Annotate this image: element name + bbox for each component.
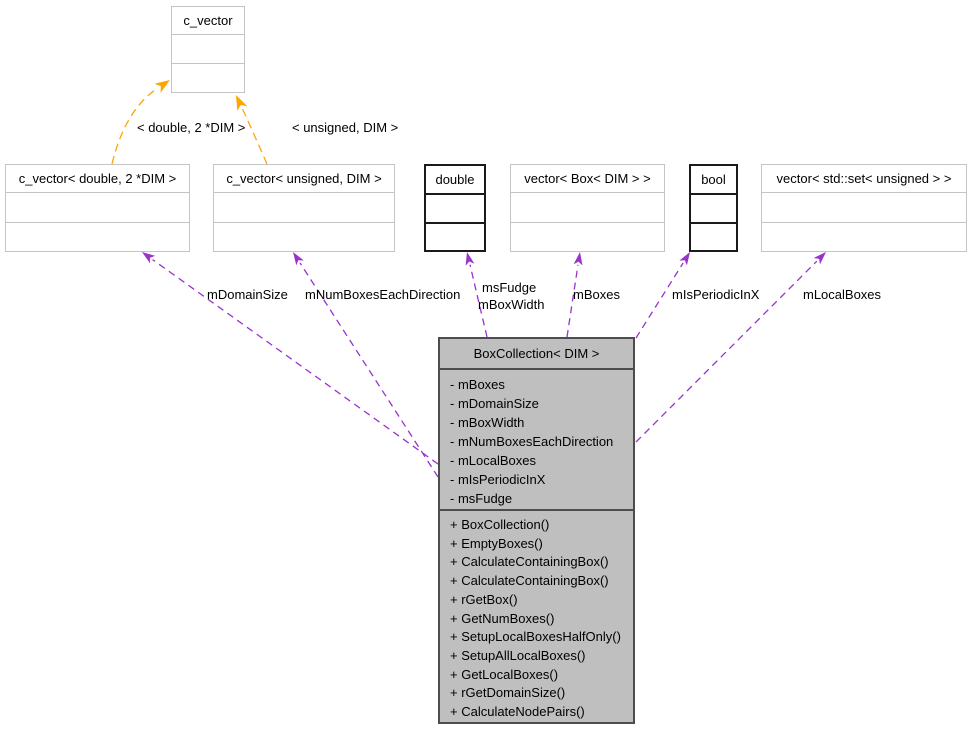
- edge-msfudge-mboxwidth: [469, 264, 488, 338]
- edge-template-unsigned: [241, 108, 268, 165]
- arrowhead-mdomainsize-icon: [142, 252, 156, 264]
- method-row: + EmptyBoxes(): [450, 535, 543, 551]
- method-row: + CalculateContainingBox(): [450, 573, 609, 589]
- attributes-compartment: [6, 192, 189, 222]
- arrowhead-mboxes-icon: [573, 252, 583, 266]
- class-node-c-vector: c_vector: [171, 6, 245, 93]
- edge-label-template-double: < double, 2 *DIM >: [137, 120, 246, 135]
- method-row: + CalculateContainingBox(): [450, 554, 609, 570]
- arrowhead-template-unsigned-icon: [236, 95, 248, 111]
- class-node-boxcollection: BoxCollection< DIM > - mBoxes - mDomainS…: [438, 337, 635, 724]
- attribute-row: - mLocalBoxes: [450, 453, 536, 468]
- arrowhead-template-double-icon: [154, 80, 170, 93]
- edge-label-template-unsigned: < unsigned, DIM >: [292, 120, 399, 135]
- arrowhead-mnumboxeseachdirection-icon: [293, 252, 304, 266]
- edge-label-mboxes: mBoxes: [573, 287, 620, 302]
- edge-label-msfudge: msFudge: [482, 280, 537, 295]
- attributes-compartment: [172, 34, 244, 63]
- attribute-row: - mBoxes: [450, 377, 505, 392]
- attribute-row: - mDomainSize: [450, 396, 539, 411]
- class-title: c_vector: [183, 13, 233, 28]
- class-node-bool[interactable]: bool: [689, 164, 738, 252]
- class-title: vector< Box< DIM > >: [524, 171, 651, 186]
- class-title: bool: [701, 172, 726, 187]
- attribute-row: - mIsPeriodicInX: [450, 472, 546, 487]
- arrowhead-misperiodicinx-icon: [679, 252, 690, 266]
- edge-mboxes: [566, 264, 579, 338]
- edge-mnumboxeseachdirection: [299, 262, 439, 478]
- methods-compartment: [691, 221, 736, 251]
- arrowhead-msfudge-mboxwidth-icon: [465, 252, 475, 266]
- class-node-vector-box: vector< Box< DIM > >: [510, 164, 665, 252]
- methods-compartment: [214, 221, 394, 252]
- class-title: c_vector< unsigned, DIM >: [226, 171, 382, 186]
- class-title: double: [435, 172, 475, 187]
- method-row: + SetupAllLocalBoxes(): [450, 647, 586, 663]
- edge-label-mnumboxeseachdirection: mNumBoxesEachDirection: [305, 287, 461, 302]
- edge-label-mboxwidth: mBoxWidth: [478, 297, 545, 312]
- class-title: vector< std::set< unsigned > >: [776, 171, 952, 186]
- edge-misperiodicinx: [635, 262, 684, 339]
- attributes-compartment: - mBoxes - mDomainSize - mBoxWidth - mNu…: [440, 370, 633, 511]
- arrowhead-mlocalboxes-icon: [813, 252, 826, 265]
- attributes-compartment: [214, 192, 394, 222]
- class-node-c-vector-double: c_vector< double, 2 *DIM >: [5, 164, 190, 252]
- class-node-double[interactable]: double: [424, 164, 486, 252]
- method-row: + SetupLocalBoxesHalfOnly(): [450, 629, 621, 645]
- edge-label-mlocalboxes: mLocalBoxes: [803, 287, 882, 302]
- edge-label-mdomainsize: mDomainSize: [207, 287, 288, 302]
- attributes-compartment: [691, 193, 736, 222]
- class-node-vector-set: vector< std::set< unsigned > >: [761, 164, 967, 252]
- attributes-compartment: [762, 192, 966, 222]
- method-row: + rGetBox(): [450, 591, 518, 607]
- methods-compartment: [6, 221, 189, 252]
- attribute-row: - mNumBoxesEachDirection: [450, 434, 614, 449]
- method-row: + rGetDomainSize(): [450, 685, 566, 701]
- method-row: + BoxCollection(): [450, 517, 550, 532]
- attributes-compartment: [426, 193, 484, 222]
- methods-compartment: [511, 221, 664, 252]
- method-row: + CalculateNodePairs(): [450, 704, 585, 720]
- edge-mlocalboxes: [635, 260, 818, 443]
- attributes-compartment: [511, 192, 664, 222]
- method-row: + GetLocalBoxes(): [450, 666, 559, 682]
- methods-compartment: [762, 221, 966, 252]
- methods-compartment: + BoxCollection() + EmptyBoxes() + Calcu…: [440, 511, 633, 722]
- edge-mdomainsize: [152, 259, 439, 465]
- method-row: + GetNumBoxes(): [450, 610, 555, 626]
- class-title: BoxCollection< DIM >: [440, 339, 633, 370]
- methods-compartment: [426, 221, 484, 251]
- class-node-c-vector-unsigned: c_vector< unsigned, DIM >: [213, 164, 395, 252]
- edge-label-misperiodicinx: mIsPeriodicInX: [672, 287, 760, 302]
- edge-template-double: [111, 87, 158, 165]
- attribute-row: - msFudge: [450, 491, 513, 506]
- class-title: c_vector< double, 2 *DIM >: [18, 171, 177, 186]
- attribute-row: - mBoxWidth: [450, 415, 525, 430]
- methods-compartment: [172, 63, 244, 92]
